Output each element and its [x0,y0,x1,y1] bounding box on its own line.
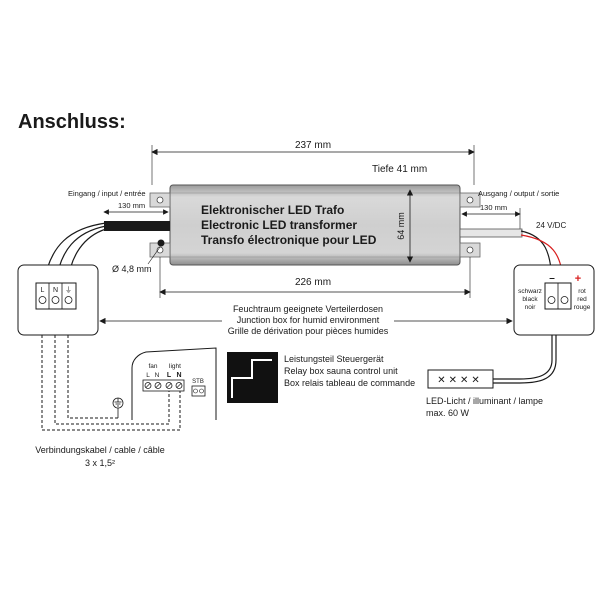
junction-box-left [17,264,99,336]
junction-box-caption-de: Feuchtraum geeignete Verteilerdosen [233,304,383,314]
led-feed-wire [493,335,553,380]
fan-term-l: L [146,372,150,379]
light-label: light [169,363,181,370]
junction-box-caption-fr: Grille de dérivation pour pièces humides [228,326,389,336]
depth-label: Tiefe 41 mm [372,164,427,175]
input-cable-length: 130 mm [118,201,145,210]
relay-terminal-block [142,379,185,392]
caption-backdrop [222,305,394,339]
junction-box-caption-en: Junction box for humid environment [237,315,380,325]
stb-terminal [191,385,206,397]
hole-diameter-label: Ø 4,8 mm [112,264,152,274]
page-title: Anschluss: [18,111,126,133]
legend-line-de: Leistungsteil Steuergerät [284,354,384,364]
mount-distance-label: 226 mm [295,277,331,288]
red-label-de: rot [578,288,586,295]
relay-box-legend-symbol [227,352,278,403]
legend-line-en: Relay box sauna control unit [284,366,398,376]
mounting-hole [466,246,474,254]
junction-box-right [513,264,595,336]
cable-spec: 3 x 1,5² [85,458,115,468]
led-feed-wire-2 [493,335,557,384]
cable-label: Verbindungskabel / cable / câble [35,445,165,455]
legend-line-fr: Box relais tableau de commande [284,378,415,388]
red-label-en: red [577,296,587,303]
terminal-label-l: L [41,287,45,294]
transformer-label-de: Elektronischer LED Trafo [201,203,344,217]
connection-cable [41,335,181,431]
output-voltage-label: 24 V/DC [536,221,566,230]
stb-label: STB [192,379,204,385]
output-cable-sheath [459,228,523,238]
terminal-label-n: N [53,287,58,294]
input-label: Eingang / input / entrée [68,189,146,198]
terminal-label-pe: ⏚ [65,286,72,294]
mounting-hole [466,196,474,204]
polarity-minus: – [549,273,555,284]
leader-line [147,246,161,265]
relay-box-outline [131,347,217,420]
black-label-fr: noir [525,304,537,311]
fan-term-n: N [155,372,160,379]
black-label-en: black [522,296,538,303]
output-cable-length: 130 mm [480,203,507,212]
length-dimension-label: 237 mm [295,140,331,151]
input-cable-sheath [104,221,170,231]
led-label: LED-Licht / illuminant / lampe [426,396,543,406]
height-dimension-label: 64 mm [396,212,406,240]
cable-gland [157,239,165,247]
output-label: Ausgang / output / sortie [478,189,559,198]
mounting-hole [156,196,164,204]
led-strip [427,369,494,389]
led-power: max. 60 W [426,408,470,418]
earth-ground-icon [112,397,124,409]
black-label-de: schwarz [518,288,542,295]
red-label-fr: rouge [574,304,591,311]
transformer-label-en: Electronic LED transformer [201,218,357,232]
led-transformer [149,184,481,266]
led-strip-marks: ✕✕✕✕ [437,375,483,386]
polarity-plus: + [575,273,581,285]
fan-label: fan [148,363,157,370]
light-term-n: N [176,372,181,379]
transformer-label-fr: Transfo électronique pour LED [201,233,377,247]
light-term-l: L [167,372,172,379]
